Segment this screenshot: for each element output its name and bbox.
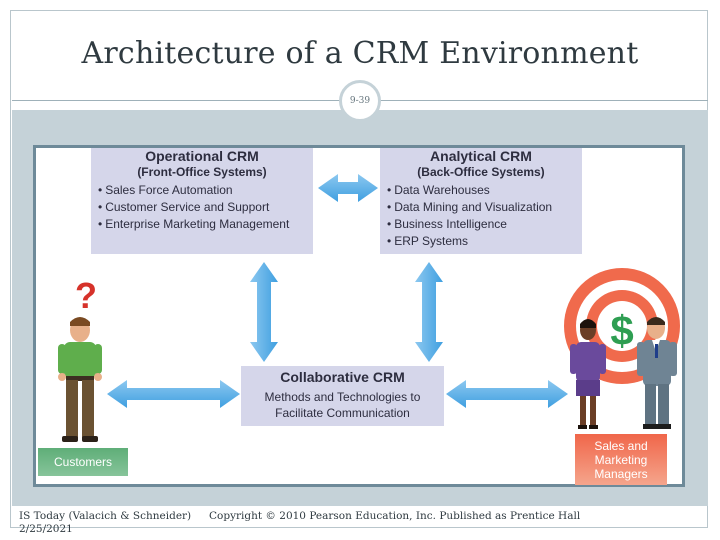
customers-label: Customers — [38, 448, 128, 476]
arrow-analytical-collaborative — [415, 262, 443, 362]
collaborative-crm-desc-line1: Methods and Technologies to — [264, 390, 421, 404]
list-item: Data Warehouses — [387, 182, 582, 199]
arrow-operational-collaborative — [250, 262, 278, 362]
collaborative-crm-title: Collaborative CRM — [280, 369, 405, 385]
arrow-customers-collaborative — [107, 380, 240, 408]
analytical-crm-list: Data Warehouses Data Mining and Visualiz… — [380, 182, 582, 250]
operational-crm-box: Operational CRM (Front-Office Systems) S… — [91, 148, 313, 254]
footer-date: 2/25/2021 — [19, 523, 73, 535]
list-item: Sales Force Automation — [98, 182, 313, 199]
arrow-operational-analytical — [318, 174, 378, 202]
list-item: Data Mining and Visualization — [387, 199, 582, 216]
sales-label-line3: Managers — [594, 466, 648, 481]
operational-crm-title: Operational CRM — [145, 148, 259, 164]
slide-title: Architecture of a CRM Environment — [81, 36, 639, 71]
list-item: ERP Systems — [387, 233, 582, 250]
sales-label-line2: Marketing — [594, 452, 648, 467]
analytical-crm-box: Analytical CRM (Back-Office Systems) Dat… — [380, 148, 582, 254]
list-item: Business Intelligence — [387, 216, 582, 233]
manager-man-icon — [637, 317, 677, 429]
list-item: Customer Service and Support — [98, 199, 313, 216]
customer-person-icon — [58, 317, 102, 442]
operational-crm-list: Sales Force Automation Customer Service … — [91, 182, 313, 233]
page-number-badge: 9-39 — [339, 80, 381, 122]
collaborative-crm-box: Collaborative CRM Methods and Technologi… — [241, 366, 444, 426]
footer-source-line1: IS Today (Valacich & Schneider) — [19, 510, 192, 522]
collaborative-crm-desc-line2: Facilitate Communication — [275, 406, 410, 420]
footer-source: IS Today (Valacich & Schneider) 2/25/202… — [19, 510, 191, 536]
list-item: Enterprise Marketing Management — [98, 216, 313, 233]
sales-label-line1: Sales and — [594, 438, 648, 453]
operational-crm-subtitle: (Front-Office Systems) — [137, 165, 267, 179]
dollar-sign-icon: $ — [610, 307, 633, 354]
analytical-crm-title: Analytical CRM — [430, 148, 532, 164]
analytical-crm-subtitle: (Back-Office Systems) — [417, 165, 545, 179]
footer-copyright: Copyright © 2010 Pearson Education, Inc.… — [209, 510, 581, 522]
arrow-collaborative-managers — [446, 380, 568, 408]
question-mark-icon: ? — [75, 275, 97, 316]
manager-woman-icon — [570, 319, 606, 429]
sales-marketing-managers-label: Sales and Marketing Managers — [575, 434, 667, 485]
